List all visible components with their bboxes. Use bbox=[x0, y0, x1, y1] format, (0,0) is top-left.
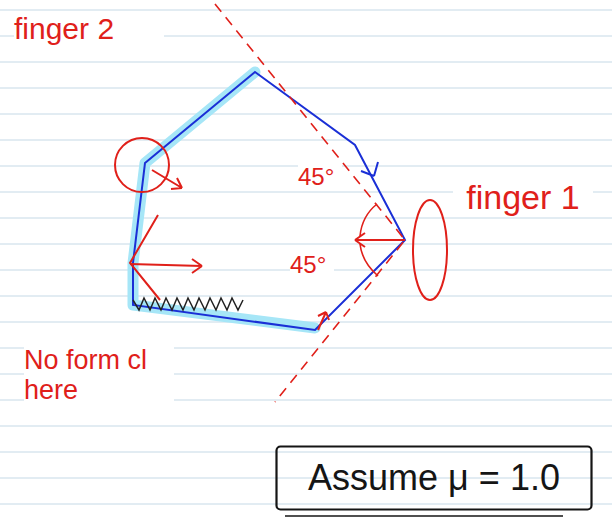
node-text: finger 1 bbox=[453, 179, 593, 216]
contact-chevron bbox=[130, 215, 160, 300]
note-box: Assume μ = 1.0 bbox=[275, 445, 593, 511]
scribble bbox=[133, 298, 243, 310]
edge-highlight bbox=[133, 72, 315, 328]
node-text: finger 2 bbox=[14, 12, 164, 45]
angle-arc bbox=[360, 204, 377, 236]
blue-direction-arrow bbox=[361, 162, 378, 176]
force-arrow bbox=[355, 233, 405, 247]
force-arrow bbox=[130, 259, 202, 273]
node-text: Assume μ = 1.0 bbox=[308, 458, 560, 498]
angle-label: 45° bbox=[290, 252, 334, 278]
finger-contact: finger 2 bbox=[10, 10, 175, 200]
note-label: No form cl here bbox=[24, 346, 174, 405]
force-arrow bbox=[318, 312, 329, 330]
angle-arc bbox=[360, 244, 378, 276]
friction-cone-line bbox=[215, 4, 405, 402]
object-outline bbox=[133, 72, 405, 330]
ruled-paper-lines bbox=[0, 10, 612, 504]
finger-contact: finger 1 bbox=[405, 175, 605, 305]
angle-label: 45° bbox=[298, 164, 342, 190]
